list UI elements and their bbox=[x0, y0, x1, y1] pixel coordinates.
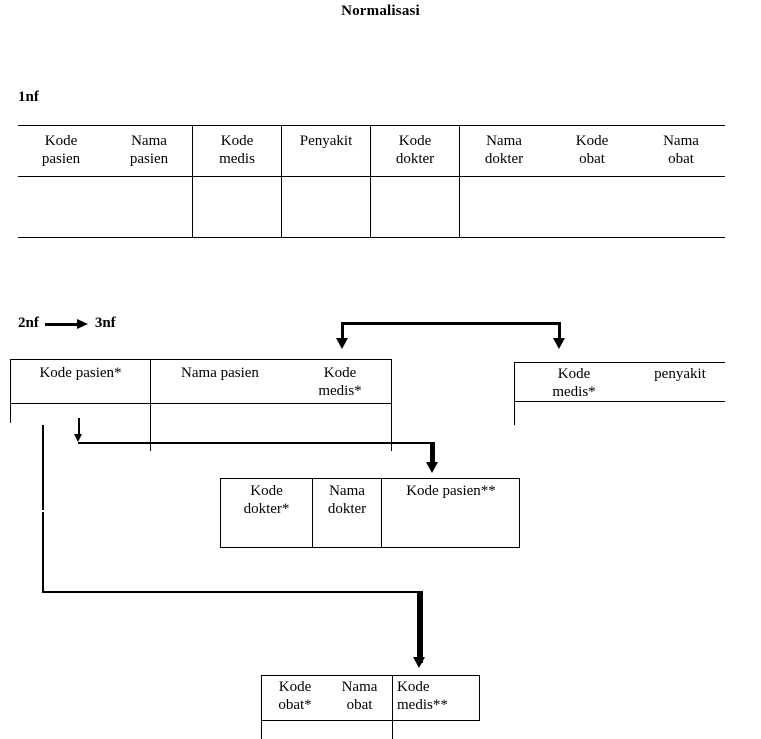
dokter-table-divider-1 bbox=[312, 478, 313, 548]
obat-table-top-rule bbox=[261, 675, 480, 676]
obat-table-right-border bbox=[479, 675, 480, 720]
arrowhead-to-pasien-table bbox=[336, 338, 348, 349]
1nf-divider-kode-medis-left bbox=[192, 125, 193, 238]
obat-header-nama-obat: Nama obat bbox=[341, 679, 378, 713]
1nf-divider-penyakit-left bbox=[281, 125, 282, 238]
1nf-header-nama-obat: Nama obat bbox=[663, 133, 699, 167]
medis-header-penyakit: penyakit bbox=[654, 366, 706, 382]
dokter-table-bottom-rule bbox=[220, 547, 520, 548]
1nf-table-bottom-rule bbox=[18, 237, 725, 238]
label-3nf: 3nf bbox=[94, 315, 116, 331]
1nf-table-header-rule bbox=[18, 176, 725, 177]
dokter-header-kode-pasien: Kode pasien** bbox=[406, 483, 496, 499]
connector-obat-horizontal bbox=[42, 591, 422, 593]
1nf-header-kode-pasien: Kode pasien bbox=[41, 133, 81, 167]
section-label-2nf-3nf: 2nf 3nf bbox=[18, 315, 116, 332]
dokter-table-left-border bbox=[220, 478, 221, 548]
1nf-header-nama-pasien: Nama pasien bbox=[129, 133, 169, 167]
pasien-header-kode-pasien: Kode pasien* bbox=[39, 365, 122, 381]
dokter-header-nama-dokter: Nama dokter bbox=[327, 483, 367, 517]
connector-dokter-horizontal bbox=[78, 442, 435, 444]
pasien-table-left-border bbox=[10, 359, 11, 423]
arrowhead-to-medis-table bbox=[553, 338, 565, 349]
pasien-table-header-rule bbox=[10, 403, 392, 404]
1nf-header-nama-dokter: Nama dokter bbox=[484, 133, 524, 167]
medis-table-left-border bbox=[514, 362, 515, 425]
obat-table-divider-1 bbox=[392, 675, 393, 739]
connector-pasien-stem-down bbox=[78, 418, 80, 437]
page-title: Normalisasi bbox=[341, 3, 420, 19]
medis-table-top-rule bbox=[514, 362, 725, 363]
obat-header-kode-medis: Kode medis** bbox=[397, 679, 448, 713]
medis-header-kode-medis: Kode medis* bbox=[552, 366, 596, 400]
connector-left-spine-upper bbox=[42, 425, 44, 510]
1nf-header-kode-dokter: Kode dokter bbox=[395, 133, 435, 167]
connector-top-left-stem bbox=[341, 322, 344, 344]
arrowhead-pasien-stem bbox=[74, 434, 82, 442]
dokter-table-right-border bbox=[519, 478, 520, 548]
connector-obat-stem-down bbox=[417, 591, 423, 663]
1nf-table-top-rule bbox=[18, 125, 725, 126]
pasien-table-right-border bbox=[391, 359, 392, 451]
connector-top-right-stem bbox=[558, 322, 561, 344]
1nf-header-kode-obat: Kode obat bbox=[575, 133, 609, 167]
arrowhead-to-obat-table bbox=[413, 657, 425, 668]
dokter-table-top-rule bbox=[220, 478, 520, 479]
pasien-header-nama-pasien: Nama pasien bbox=[181, 365, 259, 381]
1nf-header-kode-medis: Kode medis bbox=[219, 133, 255, 167]
pasien-table-divider-1 bbox=[150, 359, 151, 451]
connector-top-horizontal bbox=[341, 322, 561, 325]
1nf-divider-nama-dokter-left bbox=[459, 125, 460, 238]
obat-header-kode-obat: Kode obat* bbox=[278, 679, 312, 713]
connector-left-spine-lower bbox=[42, 512, 44, 593]
label-2nf: 2nf bbox=[18, 315, 39, 331]
section-label-1nf: 1nf bbox=[18, 89, 39, 105]
dokter-header-kode-dokter: Kode dokter* bbox=[243, 483, 290, 517]
dokter-table-divider-2 bbox=[381, 478, 382, 548]
arrow-right-icon bbox=[44, 318, 89, 329]
1nf-divider-kode-dokter-left bbox=[370, 125, 371, 238]
pasien-table-top-rule bbox=[10, 359, 392, 360]
pasien-header-kode-medis: Kode medis* bbox=[318, 365, 362, 399]
arrowhead-to-dokter-table bbox=[426, 462, 438, 473]
obat-table-header-rule bbox=[261, 720, 480, 721]
1nf-header-penyakit: Penyakit bbox=[299, 133, 353, 149]
medis-table-header-rule bbox=[514, 401, 725, 402]
obat-table-left-border bbox=[261, 675, 262, 739]
connector-dokter-stem-down bbox=[430, 442, 435, 468]
